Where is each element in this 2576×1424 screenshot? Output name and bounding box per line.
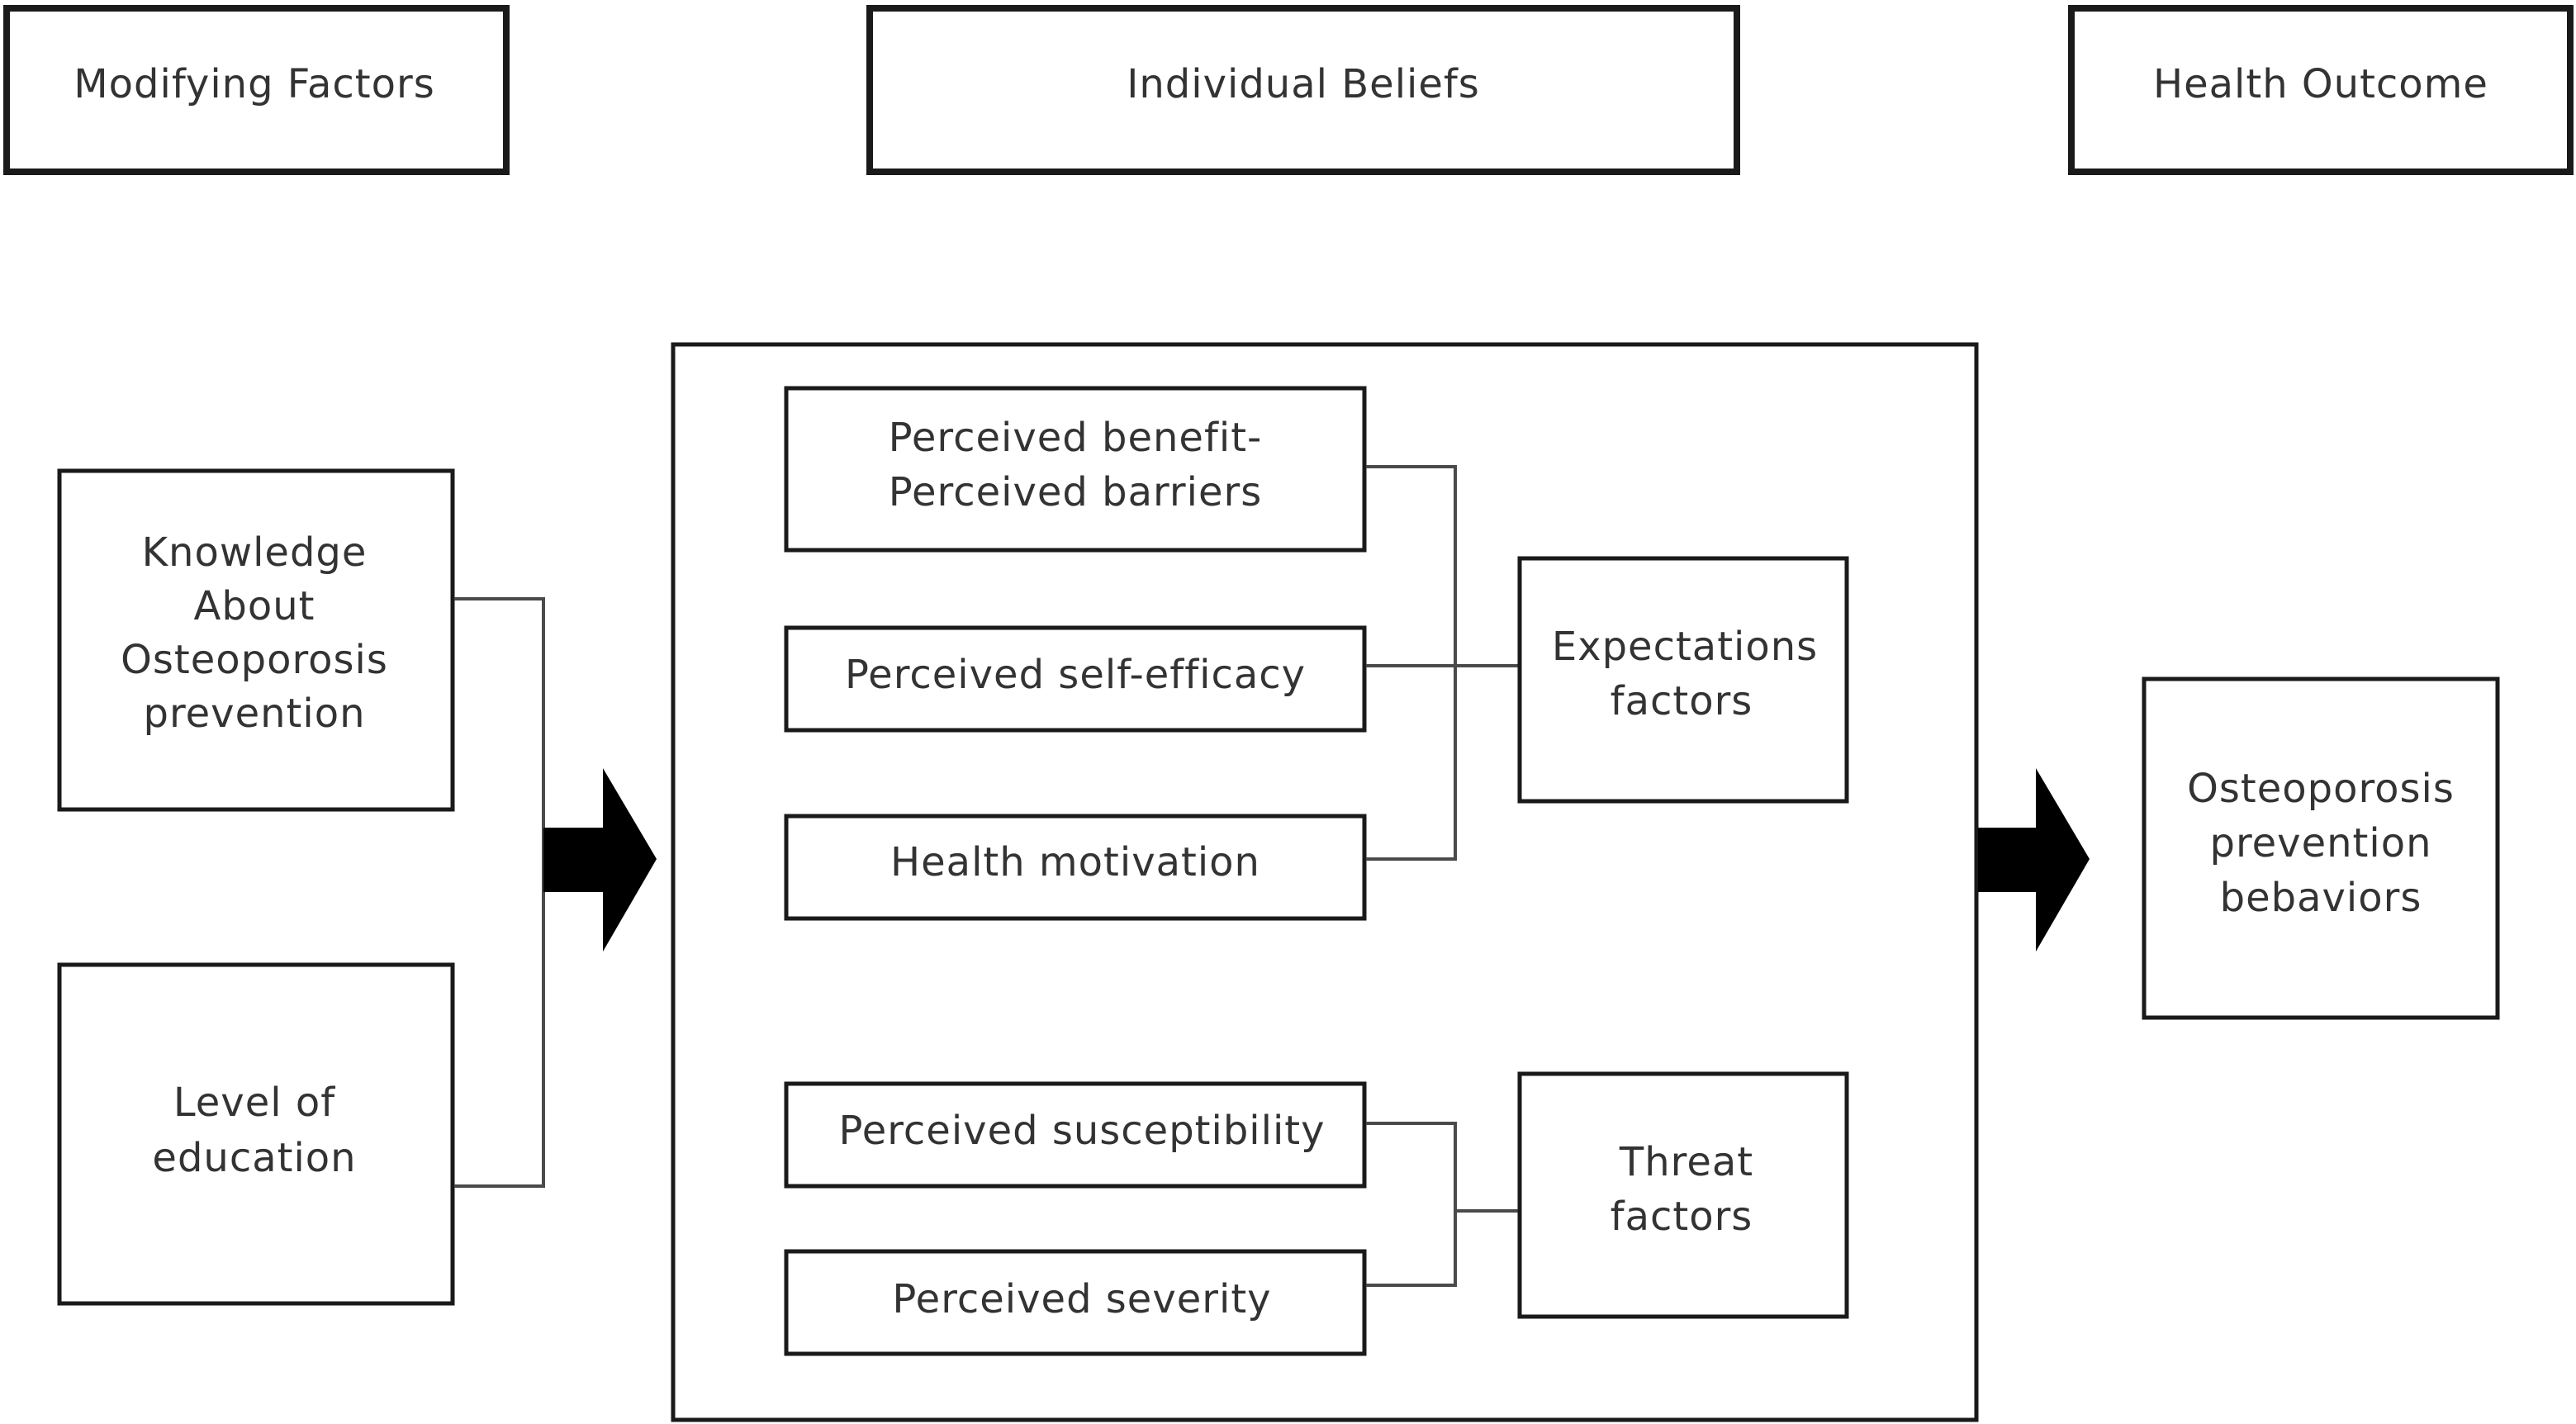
perceived-self-efficacy-label: Perceived self-efficacy — [845, 652, 1306, 698]
outcome-line-3: bebaviors — [2220, 875, 2422, 921]
header-modifying-factors-label: Modifying Factors — [74, 61, 434, 107]
perceived-severity-box: Perceived severity — [784, 1249, 1367, 1356]
perceived-susceptibility-label: Perceived susceptibility — [838, 1108, 1325, 1154]
header-health-outcome-label: Health Outcome — [2153, 61, 2488, 107]
outcome-line-1: Osteoporosis — [2187, 766, 2455, 812]
perceived-self-efficacy-box: Perceived self-efficacy — [784, 625, 1367, 733]
knowledge-line-3: Osteoporosis — [121, 637, 388, 683]
education-line-1: Level of — [173, 1080, 335, 1126]
threat-factors-box: Threat factors — [1517, 1071, 1849, 1319]
expectations-line-1: Expectations — [1552, 624, 1818, 670]
knowledge-line-2: About — [194, 583, 315, 629]
outcome-box: Osteoporosis prevention bebaviors — [2142, 676, 2500, 1020]
expectations-factors-box: Expectations factors — [1517, 556, 1849, 804]
knowledge-box: Knowledge About Osteoporosis prevention — [57, 468, 455, 812]
expectations-line-2: factors — [1611, 678, 1753, 724]
header-modifying-factors: Modifying Factors — [3, 5, 510, 175]
right-arrow — [1978, 768, 2090, 952]
threat-bracket — [1366, 1122, 1457, 1287]
expectations-bracket — [1366, 465, 1457, 861]
knowledge-line-4: prevention — [144, 691, 366, 737]
knowledge-line-1: Knowledge — [142, 529, 368, 576]
health-motivation-box: Health motivation — [784, 814, 1367, 921]
health-motivation-label: Health motivation — [890, 839, 1260, 885]
outcome-line-2: prevention — [2210, 820, 2432, 866]
perceived-severity-label: Perceived severity — [892, 1276, 1271, 1322]
education-line-2: education — [152, 1135, 356, 1181]
perceived-benefit-box: Perceived benefit- Perceived barriers — [784, 386, 1367, 553]
education-box: Level of education — [57, 962, 455, 1306]
header-individual-beliefs: Individual Beliefs — [866, 5, 1740, 175]
threat-line-1: Threat — [1619, 1139, 1753, 1185]
perceived-susceptibility-box: Perceived susceptibility — [784, 1081, 1367, 1189]
header-individual-beliefs-label: Individual Beliefs — [1127, 61, 1480, 107]
perceived-benefit-line-1: Perceived benefit- — [889, 415, 1263, 461]
perceived-benefit-line-2: Perceived barriers — [889, 469, 1262, 515]
header-health-outcome: Health Outcome — [2068, 5, 2574, 175]
left-arrow — [543, 768, 657, 952]
threat-line-2: factors — [1611, 1194, 1753, 1240]
modifying-bracket — [454, 597, 545, 1188]
